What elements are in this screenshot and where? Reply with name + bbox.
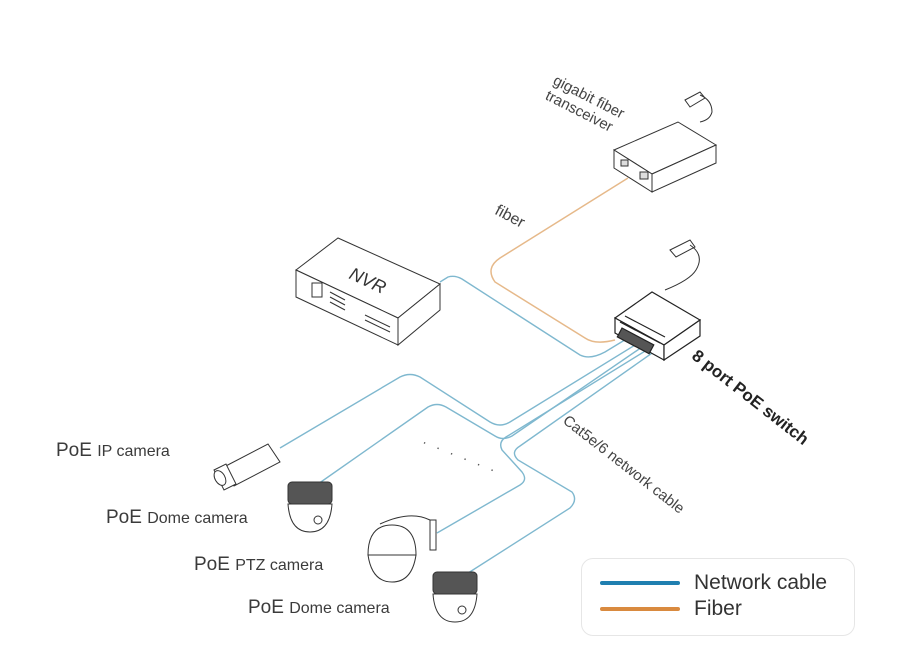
camera-label-ip: PoE IP camera bbox=[56, 440, 170, 462]
camera-label-name: Dome camera bbox=[147, 510, 248, 527]
legend-swatch-network-cable bbox=[600, 581, 680, 585]
power-adapter-icon bbox=[684, 91, 713, 123]
poe-switch bbox=[613, 291, 702, 362]
dome-camera-icon bbox=[287, 481, 333, 533]
network-cable-nvr bbox=[439, 275, 629, 358]
camera-label-prefix: PoE bbox=[106, 507, 142, 528]
nvr-device bbox=[295, 237, 441, 347]
camera-label-prefix: PoE bbox=[194, 554, 230, 575]
camera-label-prefix: PoE bbox=[56, 440, 92, 461]
legend-label: Fiber bbox=[694, 597, 742, 620]
camera-label-name: PTZ camera bbox=[235, 557, 324, 574]
power-adapter-icon bbox=[664, 239, 700, 291]
gigabit-fiber-transceiver bbox=[612, 121, 718, 193]
camera-label-dome-2: PoE Dome camera bbox=[248, 597, 390, 619]
legend: Network cable Fiber bbox=[581, 558, 855, 636]
network-cable-ptz-camera bbox=[436, 347, 651, 534]
network-cable-ip-camera bbox=[279, 341, 641, 449]
camera-label-dome-1: PoE Dome camera bbox=[106, 507, 248, 529]
legend-item-network-cable: Network cable bbox=[600, 571, 827, 595]
camera-label-ptz: PoE PTZ camera bbox=[194, 554, 323, 576]
legend-item-fiber: Fiber bbox=[600, 597, 742, 621]
network-cable-dome-camera-2 bbox=[464, 350, 656, 576]
camera-label-name: Dome camera bbox=[289, 600, 390, 617]
camera-label-name: IP camera bbox=[97, 443, 170, 460]
legend-swatch-fiber bbox=[600, 607, 680, 611]
camera-label-prefix: PoE bbox=[248, 597, 284, 618]
network-cable-dome-camera-1 bbox=[317, 344, 646, 485]
legend-label: Network cable bbox=[694, 571, 828, 594]
ptz-camera-icon bbox=[367, 515, 437, 583]
ip-camera-icon bbox=[213, 443, 281, 491]
fiber-cable bbox=[490, 177, 629, 343]
dome-camera-icon bbox=[432, 571, 478, 623]
